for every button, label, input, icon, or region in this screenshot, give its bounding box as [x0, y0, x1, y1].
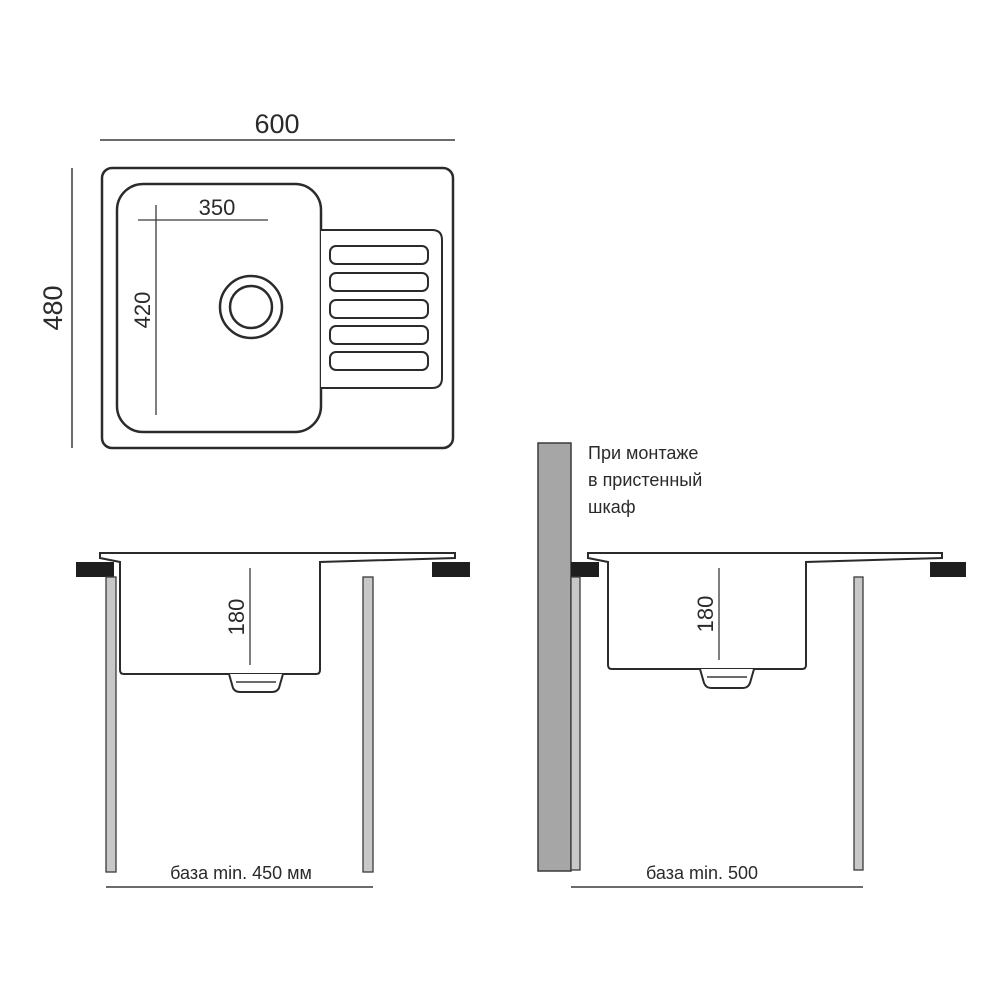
note-line-1: При монтаже — [588, 443, 698, 463]
drainboard-rib — [329, 245, 429, 265]
countertop-right — [432, 562, 470, 577]
cabinet-side-left — [105, 576, 117, 873]
width-dimension-label: 600 — [254, 109, 299, 139]
cabinet-side-right — [853, 576, 864, 871]
bowl-width-dimension-label: 350 — [199, 195, 236, 220]
cabinet-side-right — [362, 576, 374, 873]
height-dimension-label: 480 — [38, 285, 68, 330]
drainboard-rib — [329, 351, 429, 371]
drainboard-rib — [329, 272, 429, 292]
note-line-2: в пристенный — [588, 470, 702, 490]
top-view: 600 480 350 420 — [38, 109, 455, 450]
depth-dimension-label: 180 — [693, 596, 718, 633]
bowl-length-dimension-label: 420 — [130, 292, 155, 329]
drain-outlet — [699, 668, 755, 689]
wall — [537, 442, 572, 872]
sink-profile — [587, 552, 943, 670]
drainboard-rib — [329, 325, 429, 345]
depth-dimension-label: 180 — [224, 599, 249, 636]
wall-mount-note: При монтаже в пристенный шкаф — [588, 443, 702, 517]
sink-profile — [99, 552, 456, 675]
countertop-right — [930, 562, 966, 577]
drainboard-rib — [329, 299, 429, 319]
drain-outlet — [228, 673, 284, 693]
cabinet-side-left — [570, 576, 581, 871]
drainboard-ribs — [329, 245, 429, 371]
side-view-wall-cabinet: 180 база min. 500 При монтаже в пристенн… — [537, 442, 966, 888]
drain-icon — [218, 274, 284, 340]
base-dimension-label: база min. 450 мм — [170, 863, 312, 883]
base-dimension-label: база min. 500 — [646, 863, 758, 883]
note-line-3: шкаф — [588, 497, 636, 517]
side-view-standard: 180 база min. 450 мм — [76, 552, 470, 888]
countertop-left — [76, 562, 114, 577]
countertop-left — [571, 562, 599, 577]
